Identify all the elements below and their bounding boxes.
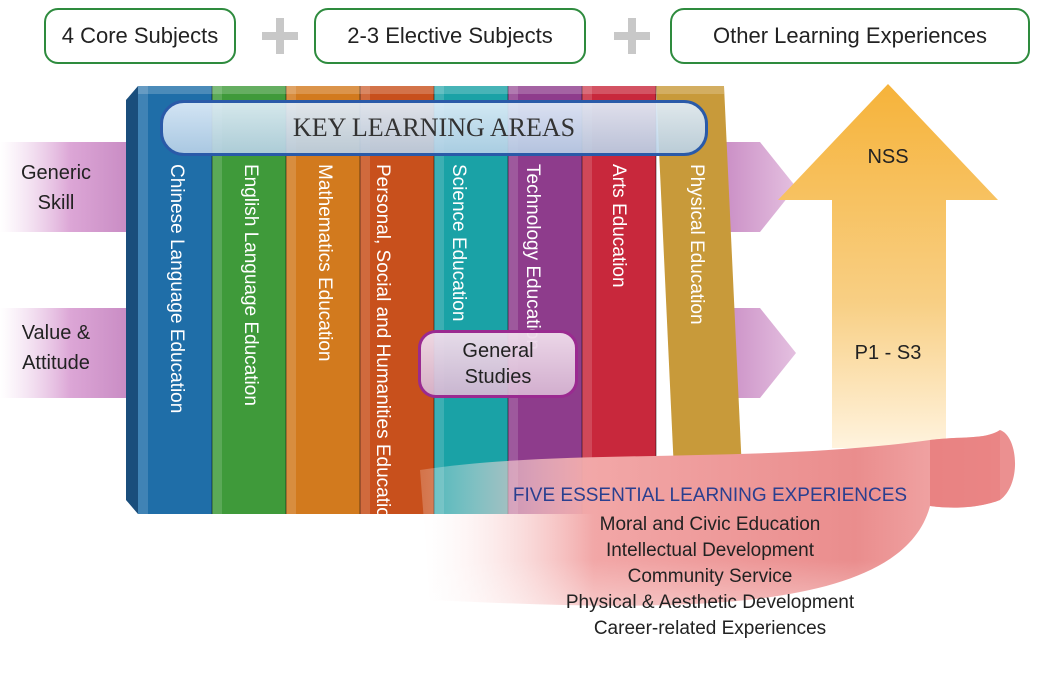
- book-label: Personal, Social and: [372, 164, 393, 339]
- plus-icon: [608, 12, 656, 60]
- book-label: Education: [448, 236, 469, 322]
- book-mathematics: Mathematics Education: [312, 164, 336, 362]
- value-attitude-line: Value &: [21, 322, 91, 344]
- book-label: Humanities Education: [372, 343, 393, 529]
- book-technology: Technology Education: [520, 164, 544, 350]
- book-physical-education: Physical Education: [684, 164, 708, 325]
- list-item: Physical & Aesthetic Development: [565, 592, 855, 613]
- nss-label: NSS: [867, 146, 909, 168]
- list-item: Community Service: [627, 566, 793, 587]
- book-label: English Language Education: [240, 164, 261, 406]
- general-studies-line: Studies: [464, 366, 532, 388]
- generic-skill-line: Skill: [37, 192, 75, 214]
- list-item: Intellectual Development: [605, 540, 815, 561]
- general-studies-line: General: [462, 340, 534, 362]
- essential-experiences-title: FIVE ESSENTIAL LEARNING EXPERIENCES: [512, 485, 908, 506]
- elective-subjects-box: 2-3 Elective Subjects: [314, 8, 586, 64]
- book-english-language: English Language Education: [238, 164, 262, 406]
- essential-experiences-list: Moral and Civic Education Intellectual D…: [420, 512, 1000, 642]
- key-learning-areas-title: KEY LEARNING AREAS: [292, 113, 576, 142]
- book-chinese-language: Chinese Language Education: [164, 164, 188, 413]
- general-studies-box: General Studies: [418, 330, 578, 398]
- generic-skill-label: Generic Skill: [0, 158, 112, 218]
- p1-s3-label: P1 - S3: [854, 342, 922, 364]
- elective-subjects-label: 2-3 Elective Subjects: [347, 23, 553, 48]
- bookshelf: [126, 86, 744, 514]
- experiences-scroll: [420, 430, 1020, 670]
- value-attitude-arrow: [0, 308, 128, 398]
- book-label: Physical Education: [686, 164, 707, 325]
- book-arts: Arts Education: [606, 164, 630, 288]
- book-label: Mathematics Education: [314, 164, 335, 362]
- list-item: Moral and Civic Education: [599, 514, 821, 535]
- book-label: Science: [448, 164, 469, 232]
- other-experiences-box: Other Learning Experiences: [670, 8, 1030, 64]
- book-label: Chinese Language Education: [166, 164, 187, 414]
- generic-skill-arrow-out: [720, 142, 796, 232]
- book-science: Science Education: [446, 164, 470, 321]
- core-subjects-box: 4 Core Subjects: [44, 8, 236, 64]
- generic-skill-line: Generic: [20, 162, 92, 184]
- book-label: Arts Education: [608, 164, 629, 288]
- generic-skill-arrow: [0, 142, 128, 232]
- key-learning-areas-banner: KEY LEARNING AREAS: [160, 100, 708, 156]
- value-attitude-arrow-out: [720, 308, 796, 398]
- other-experiences-label: Other Learning Experiences: [713, 23, 987, 48]
- plus-icon: [256, 12, 304, 60]
- value-attitude-label: Value & Attitude: [0, 318, 112, 378]
- core-subjects-label: 4 Core Subjects: [61, 23, 219, 48]
- progression-arrow: [778, 84, 998, 448]
- value-attitude-line: Attitude: [22, 352, 90, 374]
- list-item: Career-related Experiences: [593, 618, 827, 639]
- book-label: Technology: [522, 164, 543, 261]
- book-label: Education: [522, 265, 543, 350]
- book-personal-social-humanities: Personal, Social and Humanities Educatio…: [370, 164, 394, 528]
